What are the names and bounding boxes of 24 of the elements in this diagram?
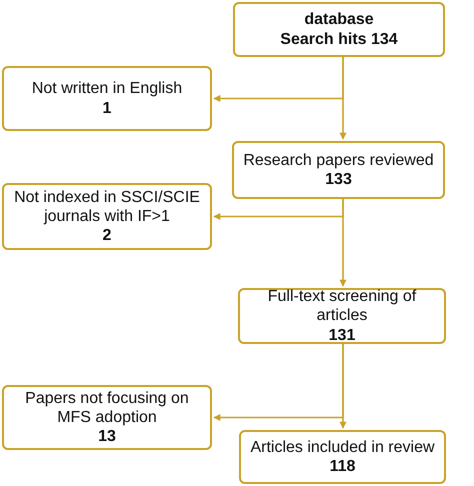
count-text: 133 <box>325 170 352 190</box>
arrow <box>213 344 344 421</box>
count-text: 1 <box>102 98 112 118</box>
process-box <box>233 2 445 57</box>
box-title: Research papers reviewed <box>243 150 434 170</box>
box-title: database <box>304 10 374 30</box>
box-title: Articles included in review <box>250 438 435 457</box>
count-text: 131 <box>328 326 356 345</box>
process-box <box>238 288 446 344</box>
box-title: Papers not focusing on MFS adoption <box>24 388 190 428</box>
count-text: Search hits 134 <box>280 30 398 49</box>
arrow <box>213 199 344 220</box>
count-text: 2 <box>102 226 112 246</box>
box-title: Not written in English <box>32 79 182 98</box>
box-title: Not indexed in SSCI/SCIE journals with IF>1 <box>13 188 201 226</box>
process-box <box>2 183 212 250</box>
count-text: 118 <box>330 457 356 476</box>
process-box <box>232 141 445 199</box>
arrow <box>213 57 344 102</box>
count-text: 13 <box>98 427 116 446</box>
process-box <box>239 430 446 484</box>
process-box <box>2 66 212 131</box>
process-box <box>2 385 212 450</box>
box-title: Full-text screening of articles <box>266 287 418 326</box>
